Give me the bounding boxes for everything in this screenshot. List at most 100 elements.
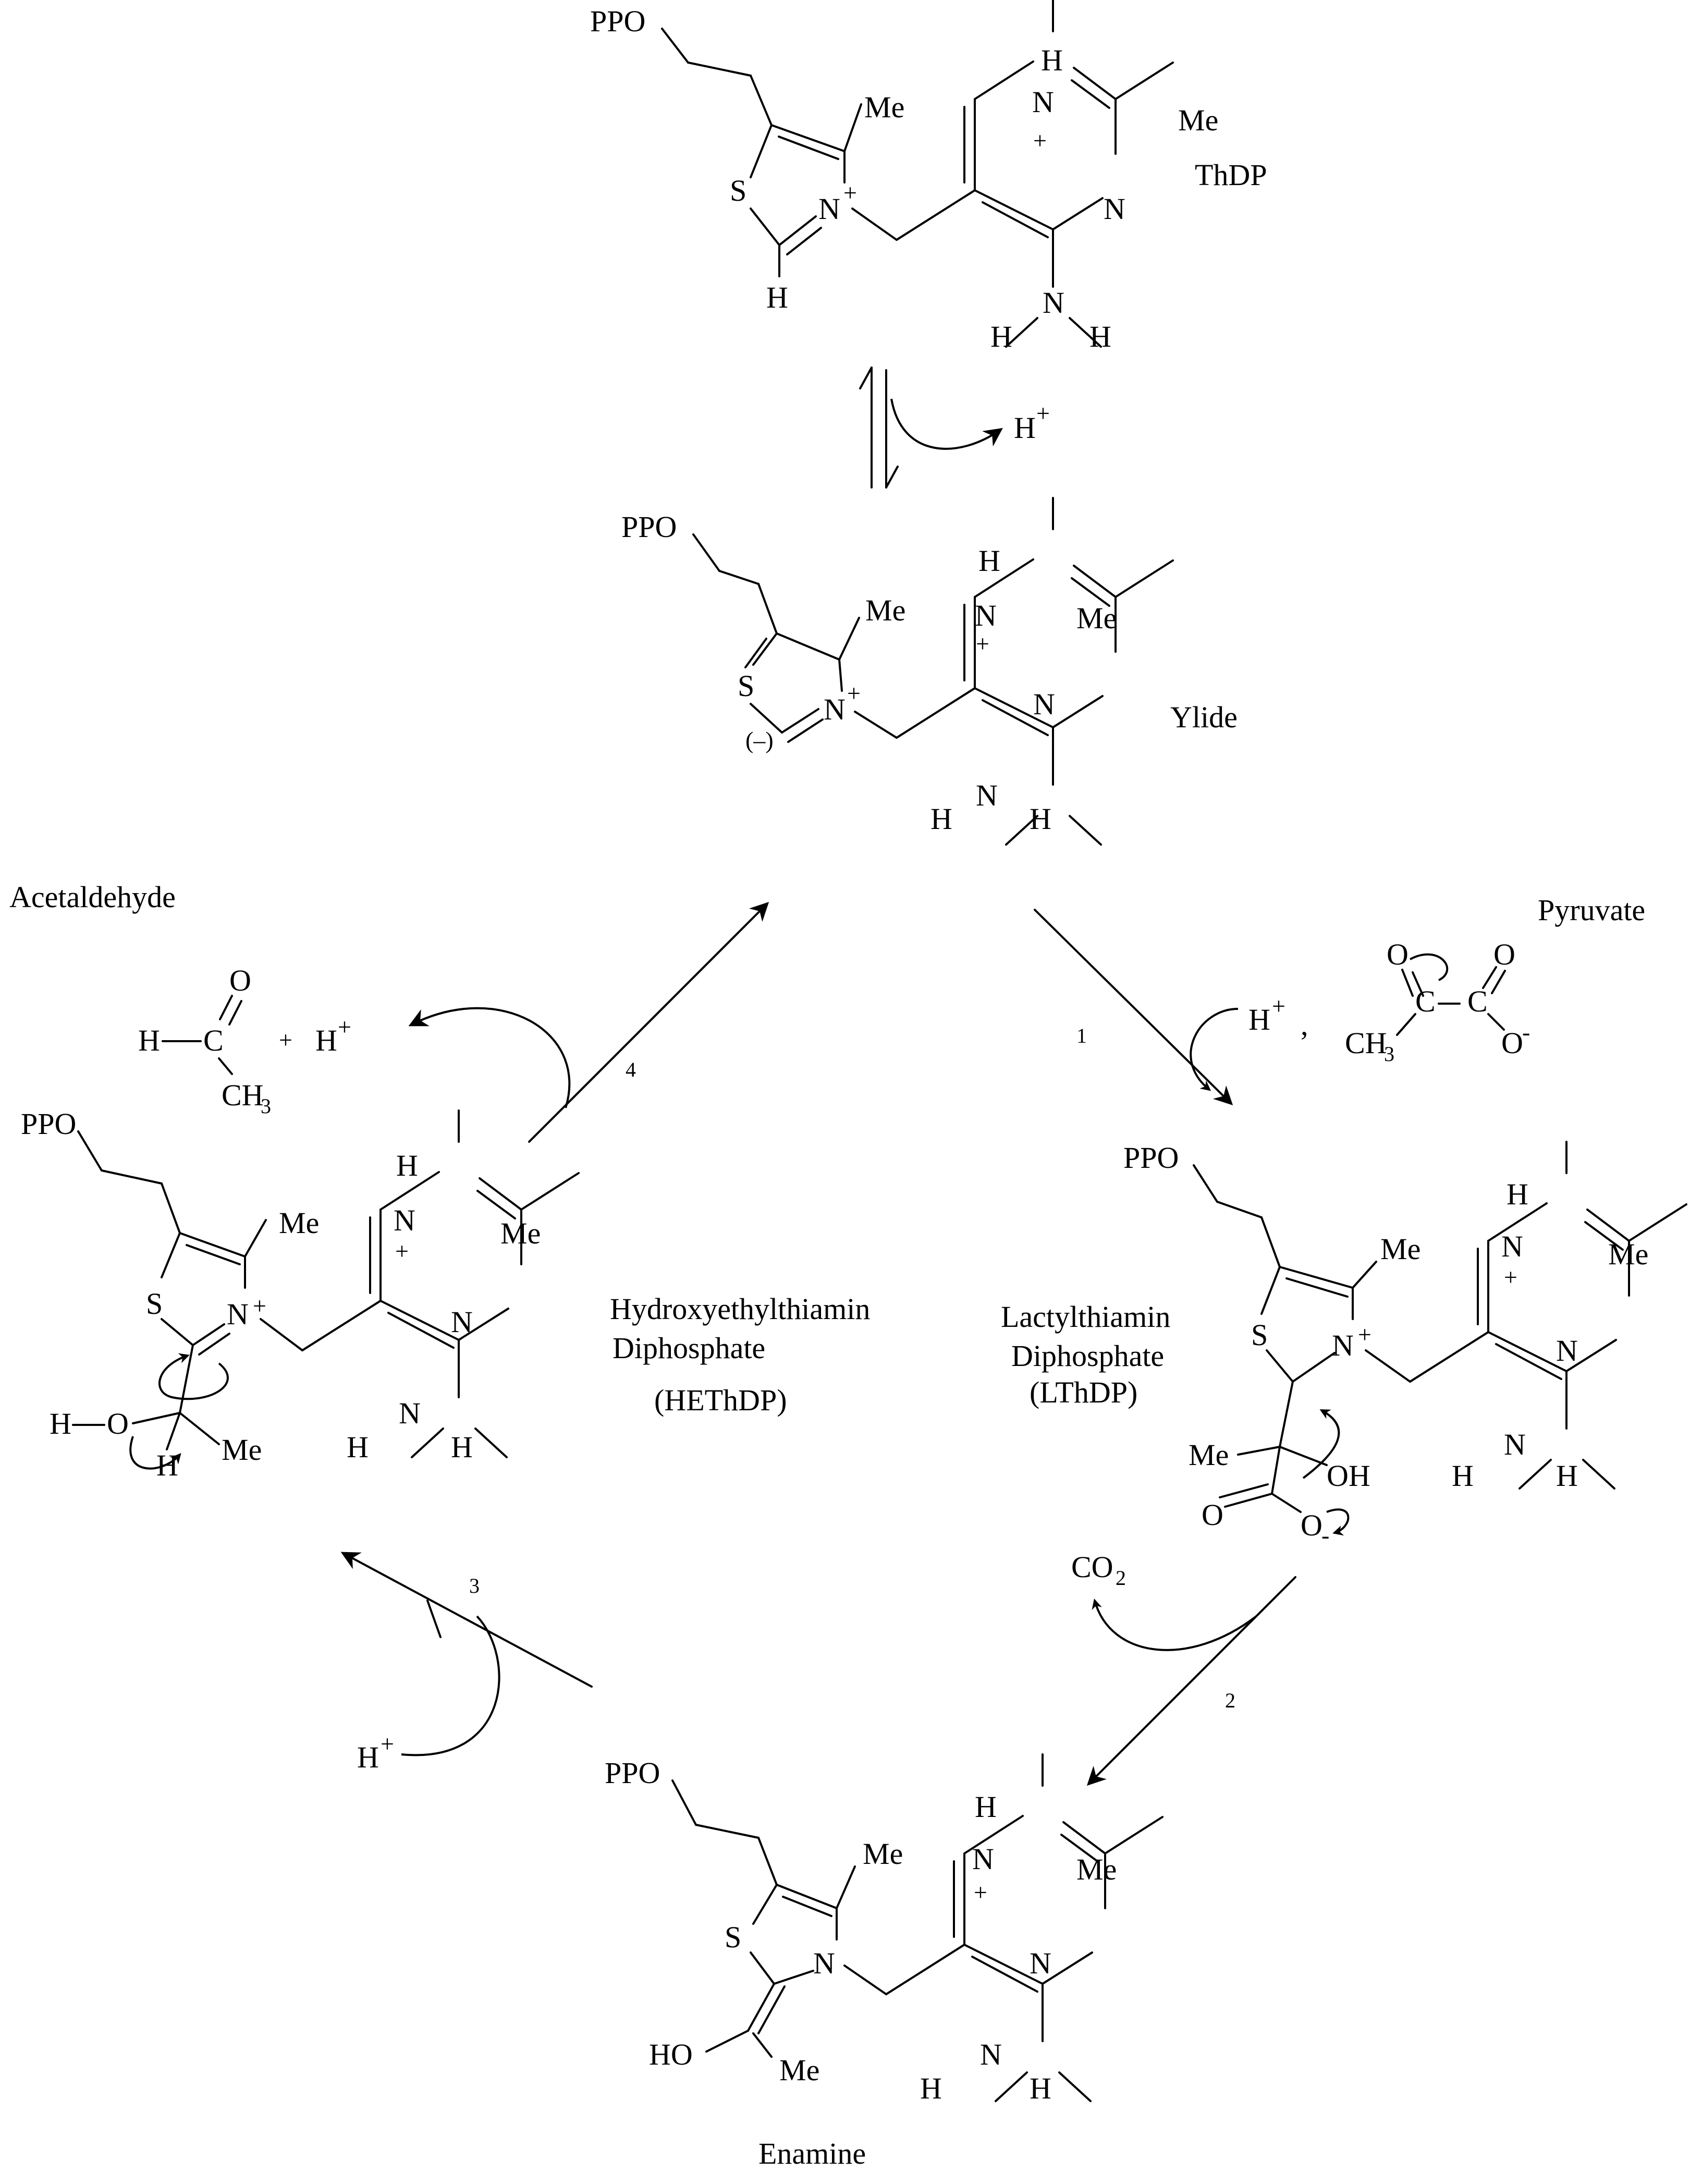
h-atom: H bbox=[978, 544, 1000, 578]
ch3-subscript: 3 bbox=[261, 1094, 271, 1118]
carbanion-label: (–) bbox=[745, 727, 774, 753]
h-atom: H bbox=[920, 2071, 942, 2105]
charge-plus: + bbox=[1033, 127, 1047, 154]
c-atom: C bbox=[1415, 984, 1436, 1018]
c-atom: C bbox=[203, 1023, 224, 1057]
acetaldehyde-label: Acetaldehyde bbox=[9, 880, 176, 914]
lthdp-label-line1: Lactylthiamin bbox=[1001, 1300, 1170, 1334]
h-atom: H bbox=[1089, 320, 1111, 353]
h-atom: H bbox=[1556, 1459, 1578, 1493]
ylide-structure: PPO Me S N + (–) H N + Me N N H H bbox=[621, 497, 1174, 846]
comma: , bbox=[1301, 1008, 1308, 1042]
charge-plus: + bbox=[1358, 1321, 1371, 1348]
me-label: Me bbox=[779, 2053, 819, 2087]
n-atom: N bbox=[227, 1297, 249, 1331]
me-label: Me bbox=[500, 1216, 541, 1250]
proton-label: H bbox=[357, 1740, 379, 1774]
n-atom: N bbox=[976, 778, 998, 812]
step-3-label: 3 bbox=[469, 1574, 480, 1597]
hethdp-label: Hydroxyethylthiamin Diphosphate (HEThDP) bbox=[610, 1292, 870, 1417]
me-label: Me bbox=[865, 593, 905, 627]
charge-plus: + bbox=[338, 1014, 351, 1040]
o-atom: O bbox=[1387, 937, 1409, 971]
h-atom: H bbox=[1507, 1177, 1528, 1211]
charge-plus: + bbox=[381, 1730, 394, 1757]
step-2-label: 2 bbox=[1225, 1689, 1235, 1712]
h-atom: H bbox=[1030, 802, 1051, 836]
ch3-subscript: 3 bbox=[1384, 1042, 1394, 1066]
me-label: Me bbox=[864, 90, 904, 124]
step-4-label: 4 bbox=[626, 1058, 636, 1081]
n-atom: N bbox=[1032, 85, 1054, 119]
lthdp-label-line3: (LThDP) bbox=[1030, 1375, 1137, 1409]
h-atom: H bbox=[347, 1430, 369, 1464]
proton-label: H bbox=[1014, 411, 1036, 445]
pyruvate-label: Pyruvate bbox=[1538, 893, 1645, 927]
ppo-label: PPO bbox=[21, 1107, 76, 1141]
charge-plus: + bbox=[1272, 993, 1285, 1019]
ch3-label: CH bbox=[222, 1078, 264, 1112]
o-atom: O bbox=[1301, 1508, 1322, 1542]
plus-sign: + bbox=[279, 1027, 292, 1053]
me-label: Me bbox=[1076, 601, 1117, 635]
charge-minus: - bbox=[1522, 1019, 1530, 1045]
n-atom: N bbox=[980, 2037, 1002, 2071]
hethdp-label-line3: (HEThDP) bbox=[654, 1383, 787, 1417]
charge-plus: + bbox=[253, 1292, 266, 1319]
step-3-arrow: 3 H + bbox=[340, 1552, 593, 1774]
n-atom: N bbox=[813, 1946, 835, 1980]
thdp-label: ThDP bbox=[1195, 158, 1267, 192]
hethdp-structure: PPO Me S N + H N + Me N N H H O H H Me bbox=[21, 1107, 580, 1482]
n-atom: N bbox=[1104, 192, 1125, 226]
lthdp-label: Lactylthiamin Diphosphate (LThDP) bbox=[1001, 1300, 1170, 1409]
co2-label: CO bbox=[1071, 1550, 1113, 1584]
proton-label: H bbox=[1248, 1003, 1270, 1036]
o-atom: O bbox=[1202, 1498, 1223, 1532]
n-atom: N bbox=[394, 1203, 415, 1237]
lthdp-label-line2: Diphosphate bbox=[1011, 1339, 1164, 1373]
h-atom: H bbox=[930, 802, 952, 836]
n-atom: N bbox=[1332, 1328, 1354, 1362]
me-label: Me bbox=[1178, 103, 1218, 137]
step-2-arrow: 2 CO 2 bbox=[1071, 1550, 1296, 1786]
n-atom: N bbox=[451, 1305, 473, 1339]
me-label: Me bbox=[1608, 1237, 1648, 1271]
n-atom: N bbox=[1030, 1946, 1051, 1980]
oh-label: OH bbox=[1327, 1459, 1370, 1493]
ppo-label: PPO bbox=[621, 510, 677, 544]
step-4-arrow: 4 bbox=[408, 901, 769, 1143]
charge-plus: + bbox=[976, 630, 989, 657]
n-atom: N bbox=[975, 599, 997, 632]
charge-plus: + bbox=[974, 1879, 987, 1906]
ppo-label: PPO bbox=[590, 4, 645, 38]
ppo-label: PPO bbox=[605, 1756, 660, 1790]
charge-minus: - bbox=[1321, 1522, 1329, 1548]
h-atom: H bbox=[1452, 1459, 1474, 1493]
charge-plus: + bbox=[843, 179, 857, 206]
o-atom: O bbox=[107, 1407, 129, 1441]
me-label: Me bbox=[863, 1837, 903, 1871]
lthdp-structure: PPO Me S N + H N + Me N N H H Me OH O bbox=[1123, 1141, 1687, 1548]
acetaldehyde-structure: H C O CH 3 + H + bbox=[138, 963, 351, 1118]
ppo-label: PPO bbox=[1123, 1141, 1179, 1175]
me-label: Me bbox=[222, 1433, 262, 1467]
equilibrium-arrows: H + bbox=[859, 367, 1050, 489]
n-atom: N bbox=[1033, 687, 1055, 721]
charge-plus: + bbox=[1036, 400, 1050, 426]
n-atom: N bbox=[1504, 1427, 1526, 1461]
h-atom: H bbox=[138, 1023, 160, 1057]
c-atom: C bbox=[1467, 984, 1488, 1018]
s-atom: S bbox=[738, 669, 754, 703]
o-atom: O bbox=[1493, 937, 1515, 971]
ylide-label: Ylide bbox=[1170, 700, 1238, 734]
n-atom: N bbox=[399, 1396, 421, 1430]
hethdp-label-line2: Diphosphate bbox=[613, 1331, 765, 1365]
s-atom: S bbox=[725, 1920, 741, 1954]
n-atom: N bbox=[818, 192, 840, 226]
co2-subscript: 2 bbox=[1116, 1566, 1126, 1590]
me-label: Me bbox=[1189, 1438, 1229, 1472]
me-label: Me bbox=[1076, 1852, 1117, 1886]
h-atom: H bbox=[451, 1430, 473, 1464]
s-atom: S bbox=[1251, 1318, 1268, 1352]
